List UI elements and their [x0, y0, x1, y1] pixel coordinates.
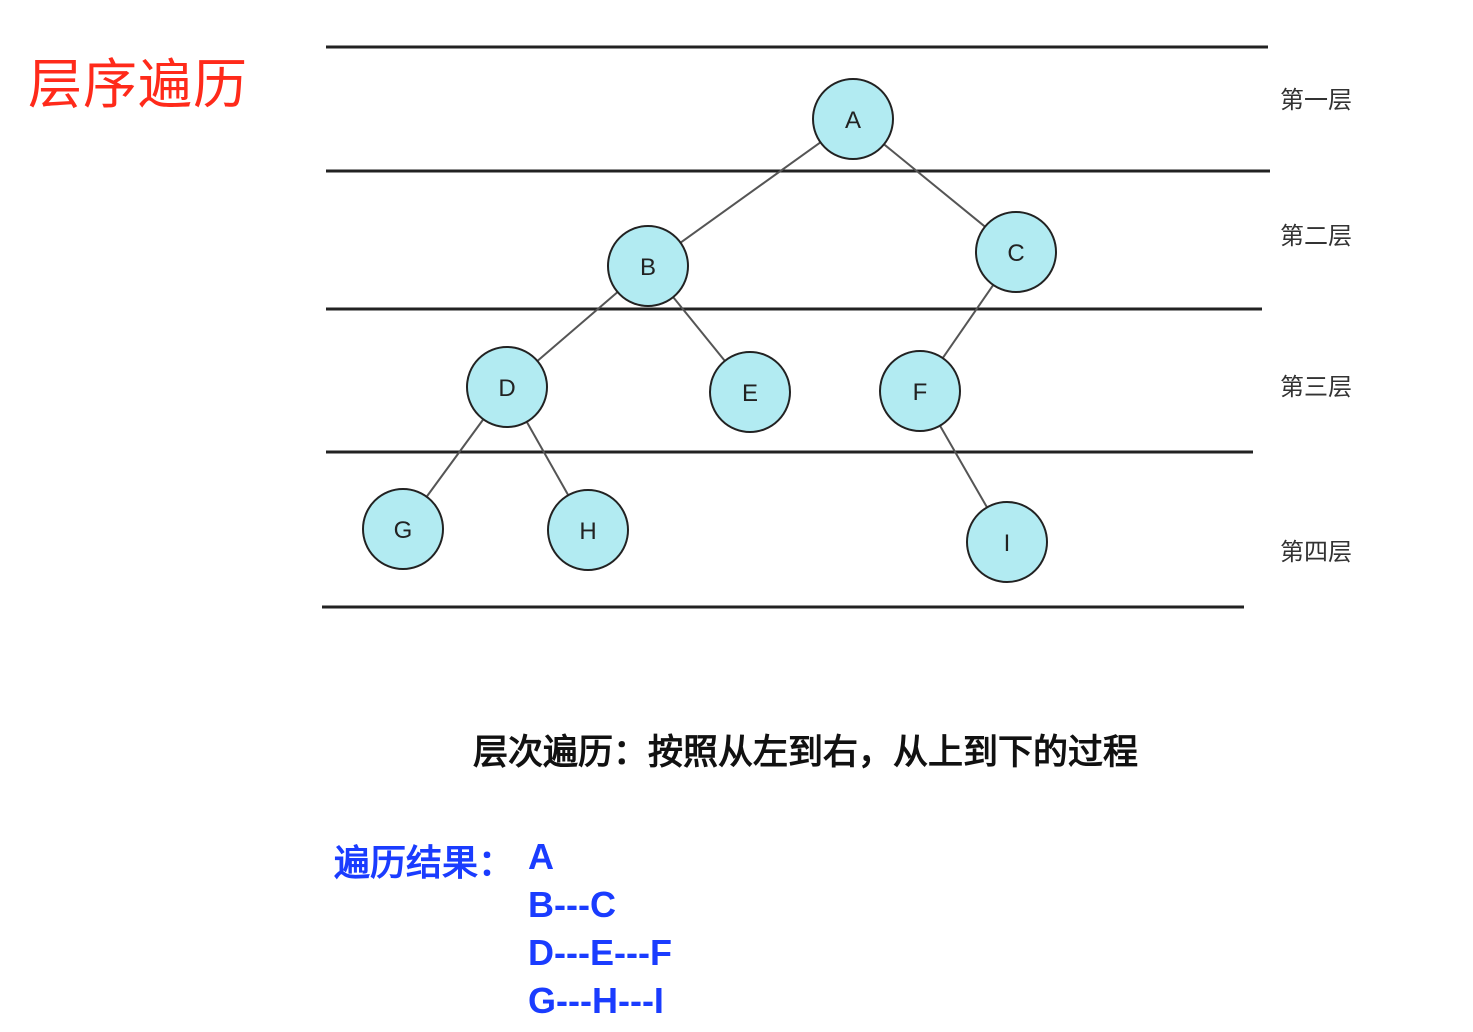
level-label-1: 第一层	[1280, 86, 1352, 114]
edge-a-b	[679, 141, 822, 244]
result-line-4: G---H---I	[528, 980, 664, 1021]
node-circle	[879, 350, 961, 432]
tree-node-h: H	[547, 489, 629, 571]
node-label-b: B	[640, 254, 656, 281]
node-circle	[975, 211, 1057, 293]
node-label-i: I	[1004, 530, 1011, 557]
edge-f-i	[939, 425, 988, 508]
tree-node-g: G	[362, 488, 444, 570]
edge-d-g	[425, 418, 485, 498]
tree-edges	[425, 141, 995, 508]
node-label-f: F	[913, 379, 928, 406]
level-label-2: 第二层	[1280, 222, 1352, 250]
tree-node-a: A	[812, 78, 894, 160]
node-label-d: D	[498, 375, 515, 402]
tree-node-e: E	[709, 351, 791, 433]
node-label-g: G	[394, 517, 413, 544]
tree-node-d: D	[466, 346, 548, 428]
traversal-description: 层次遍历：按照从左到右，从上到下的过程	[473, 733, 1139, 773]
level-label-3: 第三层	[1280, 373, 1352, 401]
tree-node-f: F	[879, 350, 961, 432]
result-label: 遍历结果：	[334, 843, 515, 884]
node-circle	[812, 78, 894, 160]
tree-nodes: A B C D E F G H I	[362, 78, 1057, 583]
tree-node-b: B	[607, 225, 689, 307]
level-separators	[322, 45, 1270, 609]
node-circle	[547, 489, 629, 571]
tree-node-c: C	[975, 211, 1057, 293]
result-line-3: D---E---F	[528, 932, 672, 973]
edge-c-f	[941, 284, 995, 359]
node-circle	[607, 225, 689, 307]
node-label-c: C	[1007, 240, 1024, 267]
node-circle	[966, 501, 1048, 583]
node-circle	[466, 346, 548, 428]
edge-b-d	[536, 291, 619, 362]
edge-b-e	[672, 296, 726, 362]
node-label-e: E	[742, 380, 758, 407]
tree-node-i: I	[966, 501, 1048, 583]
page-title: 层序遍历	[28, 53, 248, 116]
edge-d-h	[525, 421, 570, 496]
node-label-a: A	[845, 107, 861, 134]
level-label-4: 第四层	[1280, 538, 1352, 566]
edge-a-c	[883, 143, 986, 228]
node-circle	[362, 488, 444, 570]
result-line-1: A	[528, 836, 554, 877]
node-circle	[709, 351, 791, 433]
level-labels: 第一层 第二层 第三层 第四层	[1280, 86, 1352, 566]
result-line-2: B---C	[528, 884, 616, 925]
node-label-h: H	[579, 518, 596, 545]
